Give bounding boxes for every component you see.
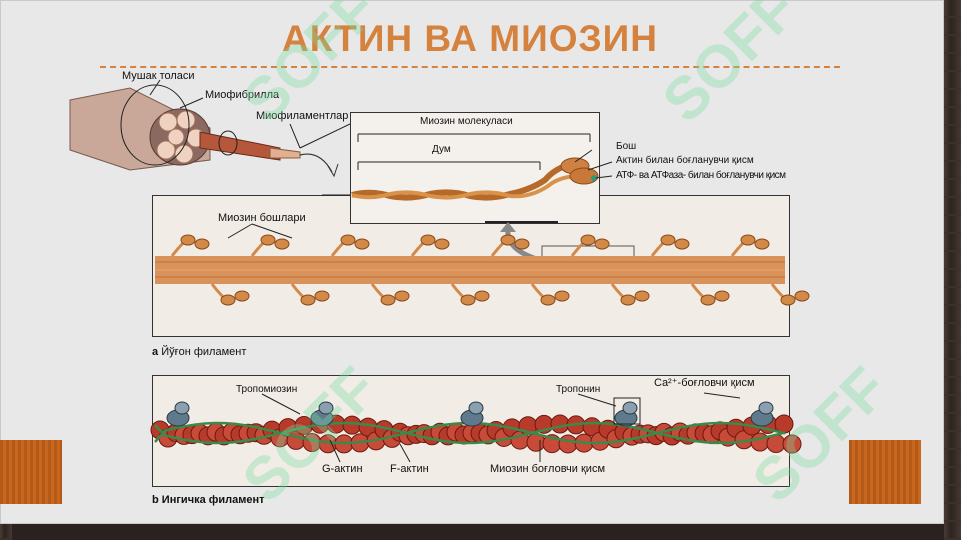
troponin-complex [622,401,638,415]
diagram-graphics [69,79,810,463]
label-tail: Дум [432,144,451,155]
myosin-head [180,234,196,246]
myosin-head [594,238,610,250]
label-g-actin: G-актин [322,463,363,475]
tropomyosin-strand [154,421,786,445]
troponin-highlight-box [613,397,641,425]
myosin-head [620,294,636,306]
myosin-head [660,234,676,246]
myosin-molecule-panel [350,112,600,224]
label-tropomyosin: Тропомиозин [236,384,298,395]
myosin-head [394,290,410,302]
label-calcium-site: Ca²⁺-боғловчи қисм [654,377,755,389]
decor-tab-right [849,440,921,504]
label-atp-binding: АТФ- ва АТФаза- билан боғланувчи қисм [616,170,786,181]
myosin-head [354,238,370,250]
label-myosin-binding: Миозин боғловчи қисм [490,463,606,475]
myosin-head [740,234,756,246]
troponin-complex [318,401,334,415]
myosin-head [580,234,596,246]
label-myosin-molecule: Миозин молекуласи [420,116,513,127]
myosin-head [634,290,650,302]
myosin-head [420,234,436,246]
caption-thin-filament: b Ингичка филамент [152,494,265,506]
title-underline [100,66,840,68]
myosin-head [714,290,730,302]
myosin-head [474,290,490,302]
thin-filament-drawing [150,397,802,454]
slide: АКТИН ВА МИОЗИН [0,0,944,524]
caption-letter-a: a [152,346,159,358]
troponin-complex [468,401,484,415]
myosin-head [514,238,530,250]
myosin-molecule-drawing [322,133,635,273]
myosin-head [220,294,236,306]
myosin-head [540,294,556,306]
troponin-complex [174,401,190,415]
caption-text-b: Ингичка филамент [161,494,265,506]
myosin-head [780,294,796,306]
myosin-head [754,238,770,250]
myosin-head [314,290,330,302]
label-head: Бош [616,141,637,152]
myosin-head [674,238,690,250]
label-actin-binding: Актин билан боғланувчи қисм [616,155,754,166]
label-myofibril: Миофибрилла [205,89,280,101]
myosin-head [340,234,356,246]
label-myosin-heads: Миозин бошлари [218,212,306,224]
myosin-head [260,234,276,246]
myosin-head [434,238,450,250]
myosin-head [234,290,250,302]
label-troponin: Тропонин [556,384,601,395]
myosin-head [500,234,516,246]
myosin-heads [170,234,810,306]
caption-text-a: Йўғон филамент [161,346,247,358]
label-muscle-fiber: Мушак толаси [122,70,195,82]
brick-wall-right [944,0,961,540]
myosin-head [300,294,316,306]
slide-title: АКТИН ВА МИОЗИН [282,18,658,59]
caption-letter-b: b [152,494,159,506]
myosin-head [380,294,396,306]
decor-tab-left [0,440,62,504]
thick-filament-drawing [155,256,785,284]
label-f-actin: F-актин [390,463,429,475]
g-actin-bead [782,434,802,454]
myosin-head [274,238,290,250]
g-actin-bead [558,434,578,454]
myosin-head [460,294,476,306]
myosin-head [554,290,570,302]
g-actin-bead [550,414,570,434]
muscle-fiber-drawing [69,84,339,178]
myosin-head [194,238,210,250]
myosin-head [794,290,810,302]
troponin-complex [758,401,774,415]
label-myofilaments: Миофиламентлар [256,110,349,122]
myosin-head [700,294,716,306]
caption-thick-filament: a Йўғон филамент [152,346,246,358]
